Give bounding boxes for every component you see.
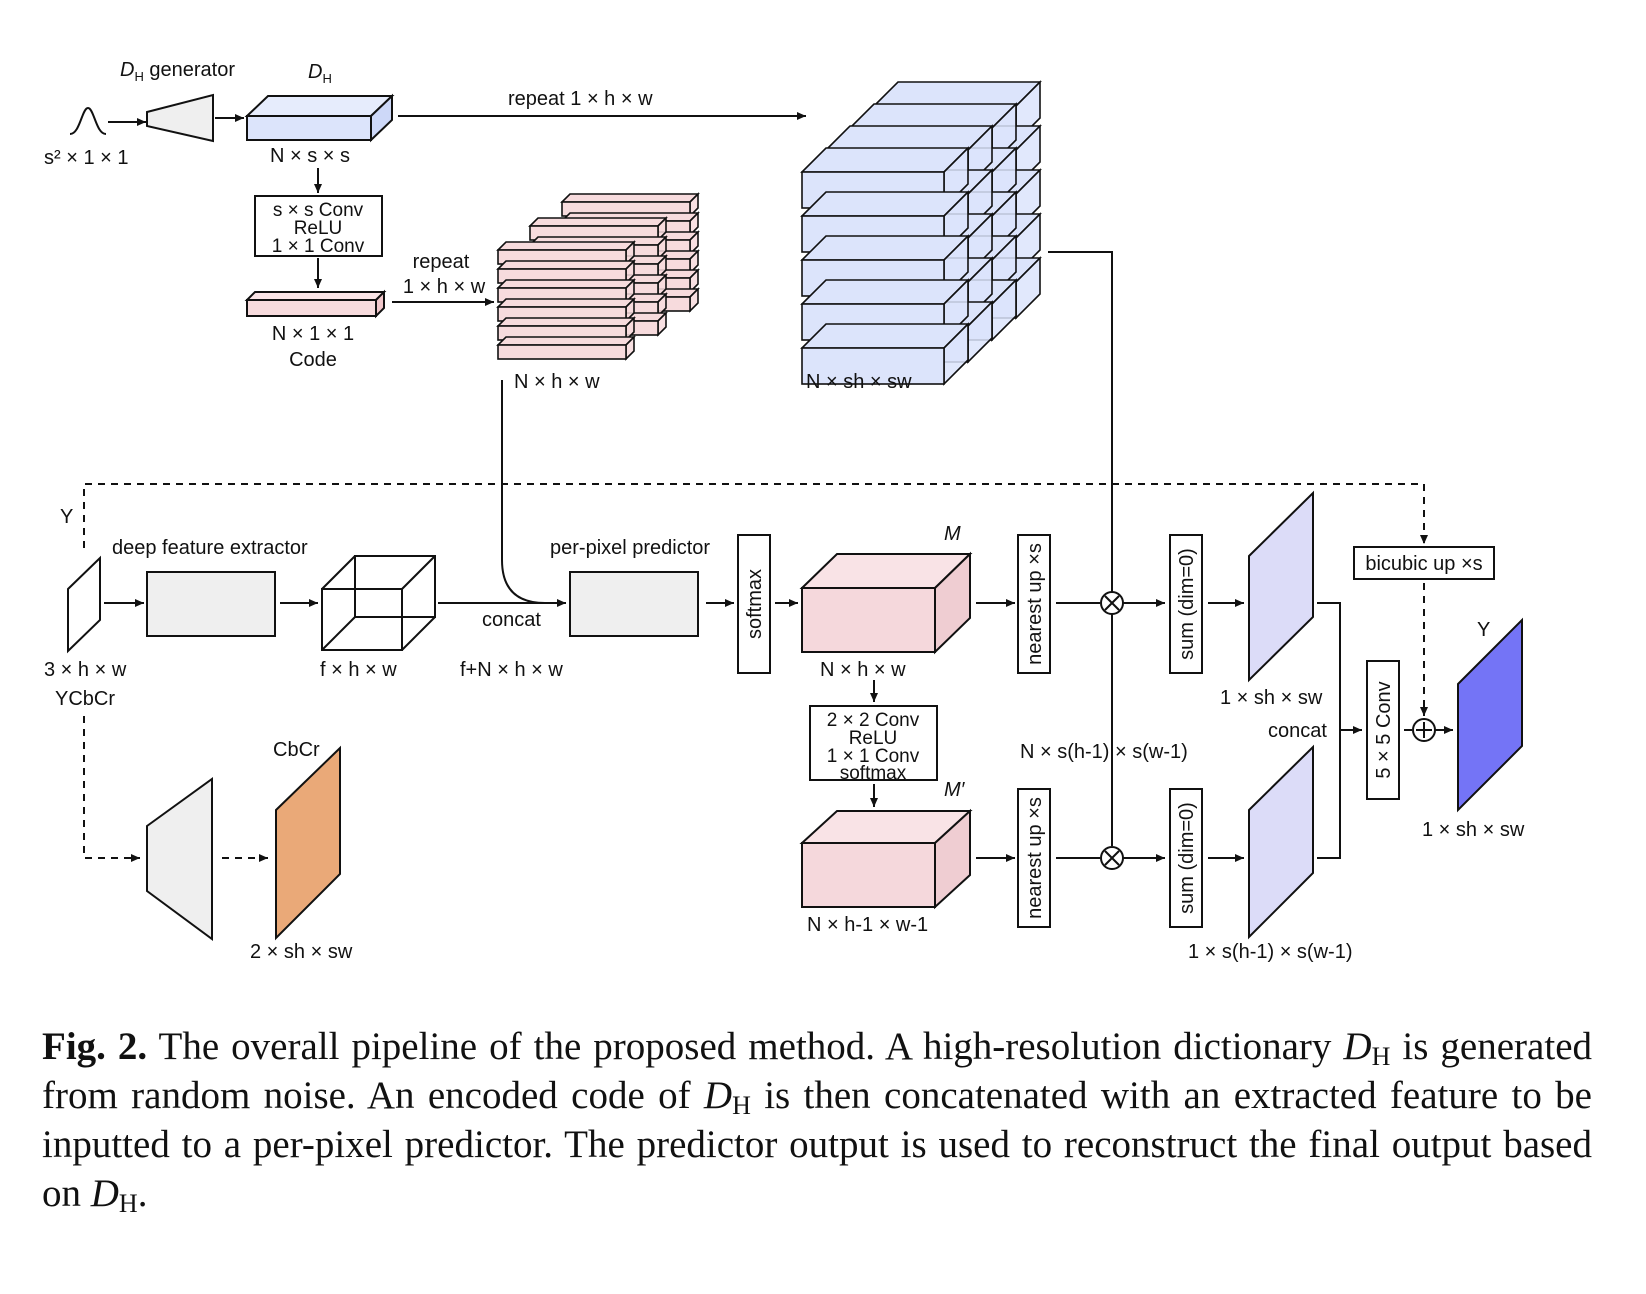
m2-conv-block	[809, 705, 938, 781]
caption-text-4: .	[137, 1172, 148, 1215]
caption-math-dh-3: DH	[90, 1172, 138, 1218]
y-dashed-path	[83, 483, 1428, 548]
m2-block-line-3: 1 × 1 Conv	[827, 746, 920, 767]
dict-stack-cell-0-4	[800, 322, 970, 386]
output-2-image	[1248, 744, 1314, 940]
shifted-dims-label: N × s(h-1) × s(w-1)	[1020, 741, 1188, 763]
output-1-image	[1248, 490, 1314, 683]
dh-dictionary-label: DH	[308, 61, 332, 86]
feature-extractor-label: deep feature extractor	[112, 537, 308, 559]
feature-extractor-block	[146, 571, 276, 637]
sum-block-2	[1169, 788, 1203, 928]
softmax-label: softmax	[744, 569, 766, 639]
conv5-block	[1366, 660, 1400, 800]
dictionary-stack	[800, 80, 1042, 386]
code-dims: N × 1 × 1	[272, 323, 354, 345]
nearest-up-block-2	[1017, 788, 1051, 928]
input-color-space: YCbCr	[55, 688, 115, 710]
nearest-up-label-2: nearest up ×s	[1024, 797, 1046, 919]
multiply-node-2	[1100, 846, 1124, 870]
feature-cube	[321, 555, 436, 651]
code-stack-cell-0-5	[496, 335, 636, 361]
bicubic-label: bicubic up ×s	[1365, 553, 1482, 575]
y-output-image	[1457, 617, 1523, 813]
softmax-block	[737, 534, 771, 674]
encoder-line-3: 1 × 1 Conv	[272, 236, 365, 257]
dh-dictionary-box	[244, 93, 395, 143]
dict-stack-dims: N × sh × sw	[806, 371, 912, 393]
code-box	[244, 289, 387, 319]
y-output-dims: 1 × sh × sw	[1422, 819, 1525, 841]
m-label: M	[944, 523, 961, 545]
y-output-label: Y	[1477, 619, 1490, 641]
output-2-dims: 1 × s(h-1) × s(w-1)	[1188, 941, 1352, 963]
pipeline-diagram: s² × 1 × 1 DH generator DH N × s × s rep…	[44, 59, 1525, 963]
m2-block-line-4: softmax	[840, 763, 907, 784]
input-image	[67, 555, 101, 654]
dict-to-multiplier-connector	[1048, 251, 1113, 592]
dh-generator-block	[146, 93, 214, 143]
sum-label-2: sum (dim=0)	[1176, 802, 1198, 914]
encoder-line-2: ReLU	[294, 218, 343, 239]
code-stack-dims: N × h × w	[514, 371, 600, 393]
m-prime-label: M′	[944, 779, 966, 801]
nearest-up-label-1: nearest up ×s	[1024, 543, 1046, 665]
caption-text-2: is generated from random noise. An encod…	[42, 1025, 1592, 1117]
per-pixel-predictor-block	[569, 571, 699, 637]
concat-dims: f+N × h × w	[460, 659, 563, 681]
noise-curve	[69, 106, 107, 135]
m-box	[799, 551, 973, 655]
cbcr-dims: 2 × sh × sw	[250, 941, 353, 963]
bicubic-block	[1353, 546, 1495, 580]
dh-dictionary-dims: N × s × s	[270, 145, 350, 167]
concat-label: concat	[482, 609, 541, 631]
m-prime-dims: N × h-1 × w-1	[807, 914, 928, 936]
repeat-label-top: repeat 1 × h × w	[508, 88, 653, 110]
sum-block-1	[1169, 534, 1203, 674]
concat2-label: concat	[1268, 720, 1327, 742]
m-prime-box	[799, 808, 973, 910]
caption-math-dh-1: DH	[1343, 1025, 1391, 1071]
caption-fig-label: Fig. 2.	[42, 1025, 148, 1068]
repeat-label-code-1: repeat	[413, 251, 470, 273]
cbcr-upsampler	[146, 777, 213, 941]
cbcr-dashed-path	[83, 716, 140, 862]
m2-block-line-2: ReLU	[849, 728, 898, 749]
cbcr-output-image	[275, 745, 341, 941]
caption-math-dh-2: DH	[703, 1074, 751, 1120]
conv5-label: 5 × 5 Conv	[1373, 681, 1395, 778]
noise-dims-label: s² × 1 × 1	[44, 147, 129, 169]
output-1-dims: 1 × sh × sw	[1220, 687, 1323, 709]
feature-dims: f × h × w	[320, 659, 397, 681]
code-stack	[496, 192, 700, 361]
encoder-line-1: s × s Conv	[273, 200, 364, 221]
m2-block-line-1: 2 × 2 Conv	[827, 710, 920, 731]
encoder-block	[254, 195, 383, 257]
plus-node	[1412, 718, 1436, 742]
input-dims: 3 × h × w	[44, 659, 127, 681]
cbcr-label: CbCr	[273, 739, 320, 761]
m-dims: N × h × w	[820, 659, 906, 681]
y-label: Y	[60, 506, 73, 528]
multiply-node-1	[1100, 591, 1124, 615]
caption-text-3: is then concatenated with an extracted f…	[42, 1074, 1592, 1215]
repeat-label-code-2: 1 × h × w	[403, 276, 486, 298]
per-pixel-predictor-label: per-pixel predictor	[550, 537, 710, 559]
code-to-concat-connector	[501, 380, 566, 607]
sum-label-1: sum (dim=0)	[1176, 548, 1198, 660]
nearest-up-block-1	[1017, 534, 1051, 674]
figure-caption: Fig. 2. The overall pipeline of the prop…	[42, 1022, 1592, 1218]
code-label: Code	[289, 349, 337, 371]
caption-text-1: The overall pipeline of the proposed met…	[147, 1025, 1344, 1068]
dh-generator-label: DH generator	[120, 59, 235, 84]
